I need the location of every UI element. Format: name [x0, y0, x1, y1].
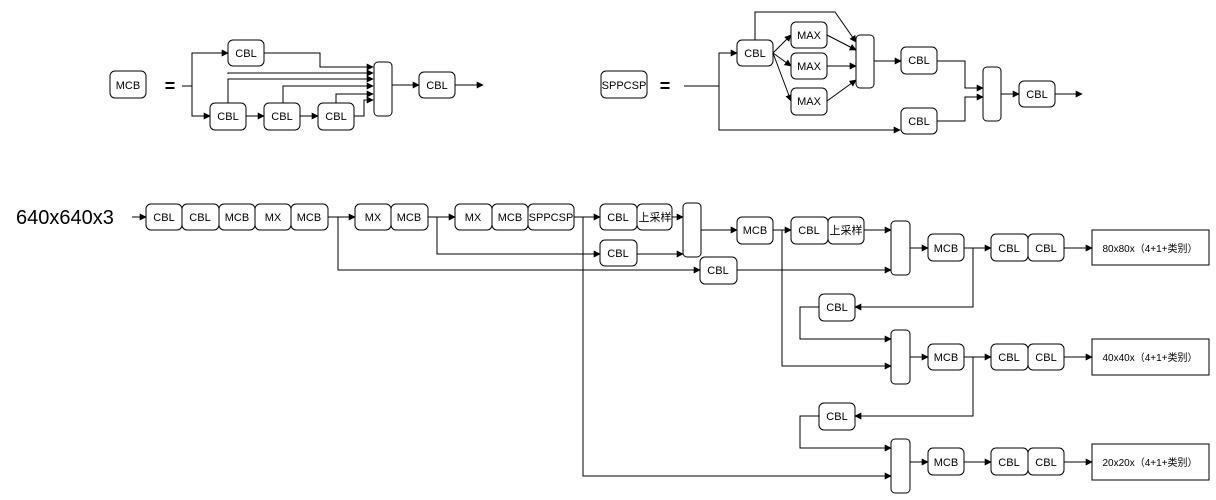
neck: CBL 上采样 CBL CBL MCB CBL 上采样 CBL CBL — [599, 202, 911, 494]
mcb-name-box — [109, 70, 147, 99]
sppcsp-def-concat-2 — [982, 66, 1002, 122]
out2-mcb-label: MCB — [934, 352, 958, 364]
out1-cbl-a-label: CBL — [998, 243, 1019, 255]
out2-cbl-b — [1027, 343, 1065, 371]
out1-mcb-label: MCB — [934, 243, 958, 255]
backbone-mcb-1-label: MCB — [225, 212, 249, 224]
out1-result-label: 80x80x（4+1+类别） — [1102, 242, 1197, 255]
sppcsp-def-max-2-label: MAX — [797, 61, 822, 73]
sppcsp-definition: SPPCSP = CBL MAX MAX MAX CBL CBL CBL — [600, 21, 1056, 135]
mcb-def-cbl-out-label: CBL — [426, 80, 447, 92]
mcb-def-cbl-1-label: CBL — [217, 111, 238, 123]
sppcsp-def-cbl-out — [1018, 80, 1056, 108]
neck-concat-4 — [890, 438, 911, 494]
output-row-1: MCB CBL CBL 80x80x（4+1+类别） — [927, 229, 1210, 266]
backbone-cbl-2-label: CBL — [189, 212, 210, 224]
sppcsp-def-cbl-out-label: CBL — [1026, 89, 1047, 101]
mcb-def-cbl-3-label: CBL — [325, 111, 346, 123]
out1-result-box — [1091, 229, 1210, 266]
neck-upsample-1-label: 上采样 — [639, 210, 672, 224]
out3-mcb — [927, 447, 965, 476]
mcb-definition: MCB = CBL CBL CBL CBL CBL — [109, 39, 456, 131]
sppcsp-def-cbl-bypass — [900, 107, 938, 135]
out1-mcb — [927, 233, 965, 262]
out3-result-label: 20x20x（4+1+类别） — [1102, 456, 1197, 469]
backbone-mcb-2-label: MCB — [297, 212, 321, 224]
mcb-def-cbl-top-label: CBL — [235, 48, 256, 60]
sppcsp-def-concat-1 — [855, 34, 875, 89]
mcb-def-concat — [373, 61, 393, 117]
neck-branch-cbl-1 — [599, 239, 638, 267]
sppcsp-name-label: SPPCSP — [602, 80, 647, 92]
connector-lines — [132, 11, 1093, 480]
sppcsp-def-cbl-in — [736, 39, 774, 67]
sppcsp-def-cbl-in-label: CBL — [744, 48, 765, 60]
out2-result-label: 40x40x（4+1+类别） — [1102, 351, 1197, 364]
backbone-mcb-4-label: MCB — [498, 212, 522, 224]
sppcsp-equals: = — [660, 76, 671, 96]
out3-mcb-label: MCB — [934, 457, 958, 469]
neck-branch-cbl-2-label: CBL — [707, 265, 728, 277]
neck-upsample-2 — [827, 216, 865, 245]
sppcsp-name-box — [600, 70, 648, 99]
backbone-mx-2-label: MX — [365, 212, 382, 224]
backbone-mx-1-label: MX — [265, 212, 282, 224]
mcb-equals: = — [165, 76, 176, 96]
sppcsp-def-cbl-mid — [900, 46, 938, 75]
sppcsp-def-max-3-label: MAX — [797, 96, 822, 108]
backbone-mcb-3 — [390, 203, 429, 231]
mcb-def-cbl-3 — [317, 102, 355, 131]
backbone-mcb-2 — [290, 203, 329, 231]
out2-mcb — [927, 343, 965, 371]
sppcsp-def-cbl-bypass-label: CBL — [908, 116, 929, 128]
out2-cbl-b-label: CBL — [1035, 352, 1056, 364]
backbone: 640x640x3 CBL CBL MCB MX MCB MX MCB MX M… — [16, 203, 575, 231]
sppcsp-def-max-1 — [790, 21, 828, 49]
mcb-def-cbl-2 — [263, 102, 301, 131]
neck-down-cbl-2-label: CBL — [826, 411, 847, 423]
out1-cbl-b — [1027, 233, 1065, 262]
sppcsp-def-cbl-mid-label: CBL — [908, 55, 929, 67]
backbone-mx-3-label: MX — [465, 212, 482, 224]
neck-branch-cbl-1-label: CBL — [607, 248, 628, 260]
neck-concat-2 — [890, 220, 911, 276]
backbone-mcb-3-label: MCB — [397, 212, 421, 224]
neck-upsample-1 — [636, 203, 673, 231]
neck-down-cbl-1 — [818, 293, 856, 322]
neck-concat-3 — [890, 329, 911, 385]
out3-cbl-b-label: CBL — [1035, 457, 1056, 469]
neck-cbl-up-2-label: CBL — [798, 225, 819, 237]
out3-result-box — [1091, 443, 1210, 481]
mcb-def-cbl-top — [227, 39, 265, 67]
backbone-cbl-1-label: CBL — [153, 212, 174, 224]
mcb-def-cbl-2-label: CBL — [271, 111, 292, 123]
neck-cbl-up-1-label: CBL — [607, 212, 628, 224]
mcb-name-label: MCB — [116, 80, 140, 92]
output-row-2: MCB CBL CBL 40x40x（4+1+类别） — [927, 338, 1210, 376]
input-size-label: 640x640x3 — [16, 207, 114, 229]
mcb-def-cbl-out — [418, 71, 456, 99]
out3-cbl-b — [1027, 447, 1065, 476]
sppcsp-def-max-3 — [790, 87, 828, 116]
sppcsp-def-max-1-label: MAX — [797, 30, 822, 42]
backbone-sppcsp-label: SPPCSP — [529, 212, 574, 224]
sppcsp-def-max-2 — [790, 52, 828, 80]
output-row-3: MCB CBL CBL 20x20x（4+1+类别） — [927, 443, 1210, 481]
out1-cbl-b-label: CBL — [1035, 243, 1056, 255]
out2-cbl-a-label: CBL — [998, 352, 1019, 364]
neck-upsample-2-label: 上采样 — [830, 223, 863, 237]
neck-concat-1 — [682, 202, 702, 258]
neck-mcb-1 — [736, 216, 774, 245]
neck-down-cbl-2 — [818, 402, 856, 431]
out2-result-box — [1091, 338, 1210, 376]
neck-down-cbl-1-label: CBL — [826, 302, 847, 314]
mcb-def-cbl-1 — [209, 102, 247, 131]
neck-branch-cbl-2 — [699, 256, 738, 285]
neck-mcb-1-label: MCB — [743, 225, 767, 237]
backbone-sppcsp — [527, 203, 575, 231]
out3-cbl-a-label: CBL — [998, 457, 1019, 469]
